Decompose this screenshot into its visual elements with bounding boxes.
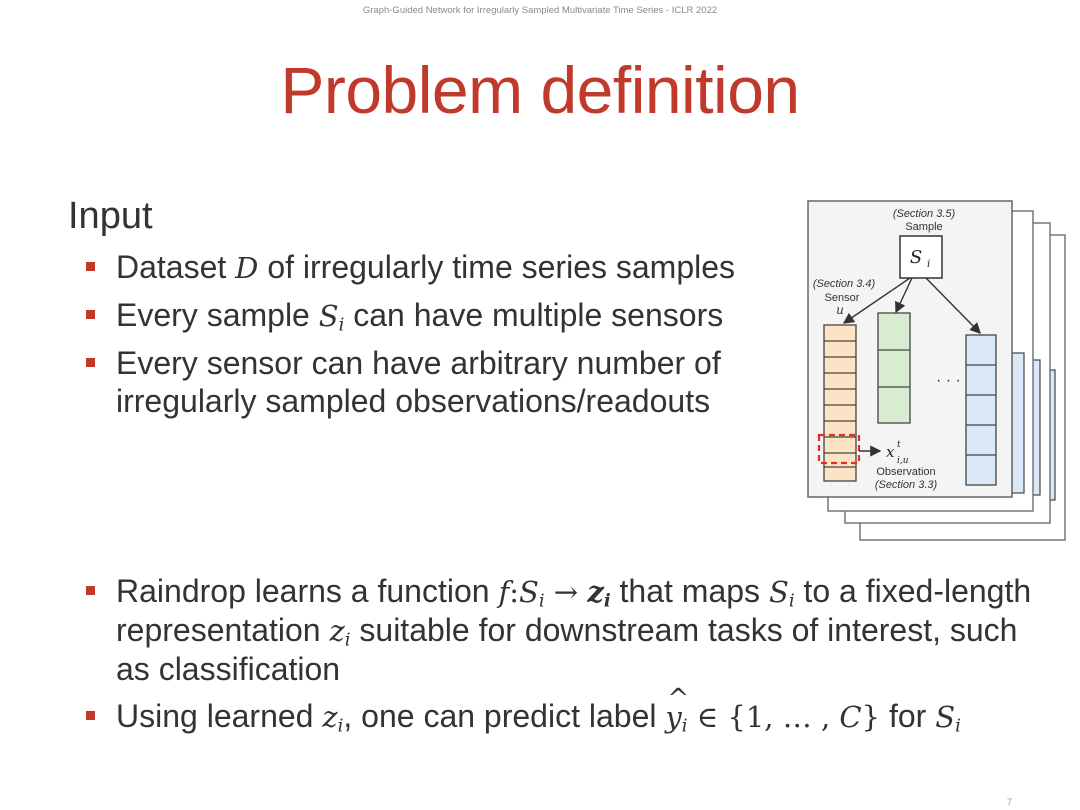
bullet-raindrop: Raindrop learns a function f:Si → zi tha… (84, 572, 1044, 688)
math-D: D (235, 251, 259, 285)
bullet-dataset: Dataset D of irregularly time series sam… (84, 248, 804, 287)
arrow-to-sensor-2 (895, 277, 913, 314)
bullet-sensor: Every sensor can have arbitrary number o… (84, 344, 804, 420)
sensor-symbol: u (836, 303, 844, 317)
sensor-ellipsis: · · · (936, 372, 961, 389)
arrow-to-sensor-1 (842, 277, 911, 324)
observation-highlight (817, 433, 861, 465)
sensor-label: Sensor (825, 292, 860, 304)
svg-text:t: t (897, 440, 901, 450)
arrow-to-sensor-3 (925, 277, 981, 334)
bullet-marker (86, 711, 95, 720)
input-bullet-list: Dataset D of irregularly time series sam… (84, 248, 804, 429)
bullet-marker (86, 310, 95, 319)
input-heading: Input (68, 195, 153, 237)
slide-title: Problem definition (280, 53, 800, 127)
observation-label: Observation (876, 466, 935, 478)
slide-header: Graph-Guided Network for Irregularly Sam… (362, 5, 718, 16)
sensor-column-2 (877, 312, 911, 424)
math-y-hat: yi (665, 680, 689, 736)
bullet-predict: Using learned zi, one can predict label … (84, 680, 1044, 736)
sensor-column-1 (823, 324, 857, 482)
sample-section-label: (Section 3.5) (893, 208, 956, 220)
observation-symbol: x (886, 443, 895, 461)
math-S-i: Si (318, 299, 345, 336)
bullet-marker (86, 586, 95, 595)
bullet-sample: Every sample Si can have multiple sensor… (84, 296, 804, 335)
sensor-column-3 (965, 334, 997, 486)
svg-text:i,u: i,u (897, 456, 909, 466)
sample-box (899, 235, 943, 279)
output-bullet-list: Raindrop learns a function f:Si → zi tha… (84, 572, 1044, 745)
observation-section-label: (Section 3.3) (875, 479, 938, 491)
sensor-section-label: (Section 3.4) (813, 278, 876, 290)
sample-label: Sample (905, 221, 942, 233)
bullet-marker (86, 262, 95, 271)
bullet-marker (86, 358, 95, 367)
page-number: 7 (1006, 797, 1012, 807)
svg-text:i: i (927, 259, 930, 270)
raindrop-diagram: (Section 3.5) Sample S i (Section 3.4) S… (807, 200, 1066, 541)
svg-text:S: S (910, 247, 922, 268)
